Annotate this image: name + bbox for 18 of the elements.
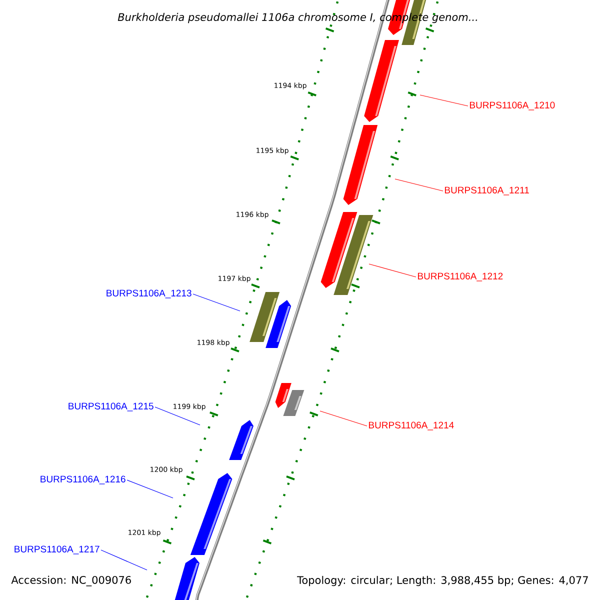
gene-label: BURPS1106A_1215 [68,402,154,412]
gene-label: BURPS1106A_1210 [470,102,555,110]
leader-line [368,264,416,278]
gene-label: BURPS1106A_1216 [40,476,126,484]
gene-label: BURPS1106A_1217 [14,546,100,554]
leader-line [420,94,468,106]
info-text: Topology: circular; Length: 3,988,455 bp; Genes: 4,077 [297,576,588,586]
leader-line [320,410,368,426]
leader-line [154,406,200,426]
gene-label: BURPS1106A_1211 [445,186,529,196]
gene-label: BURPS1106A_1212 [418,272,503,282]
leader-line [100,550,148,570]
leader-line [394,178,444,192]
leader-line [126,480,174,498]
gene-label: BURPS1106A_1213 [106,290,192,298]
gene-label: BURPS1106A_1214 [369,422,454,430]
info-text: Accession: NC_009076 [11,576,131,586]
leader-line [192,294,240,312]
